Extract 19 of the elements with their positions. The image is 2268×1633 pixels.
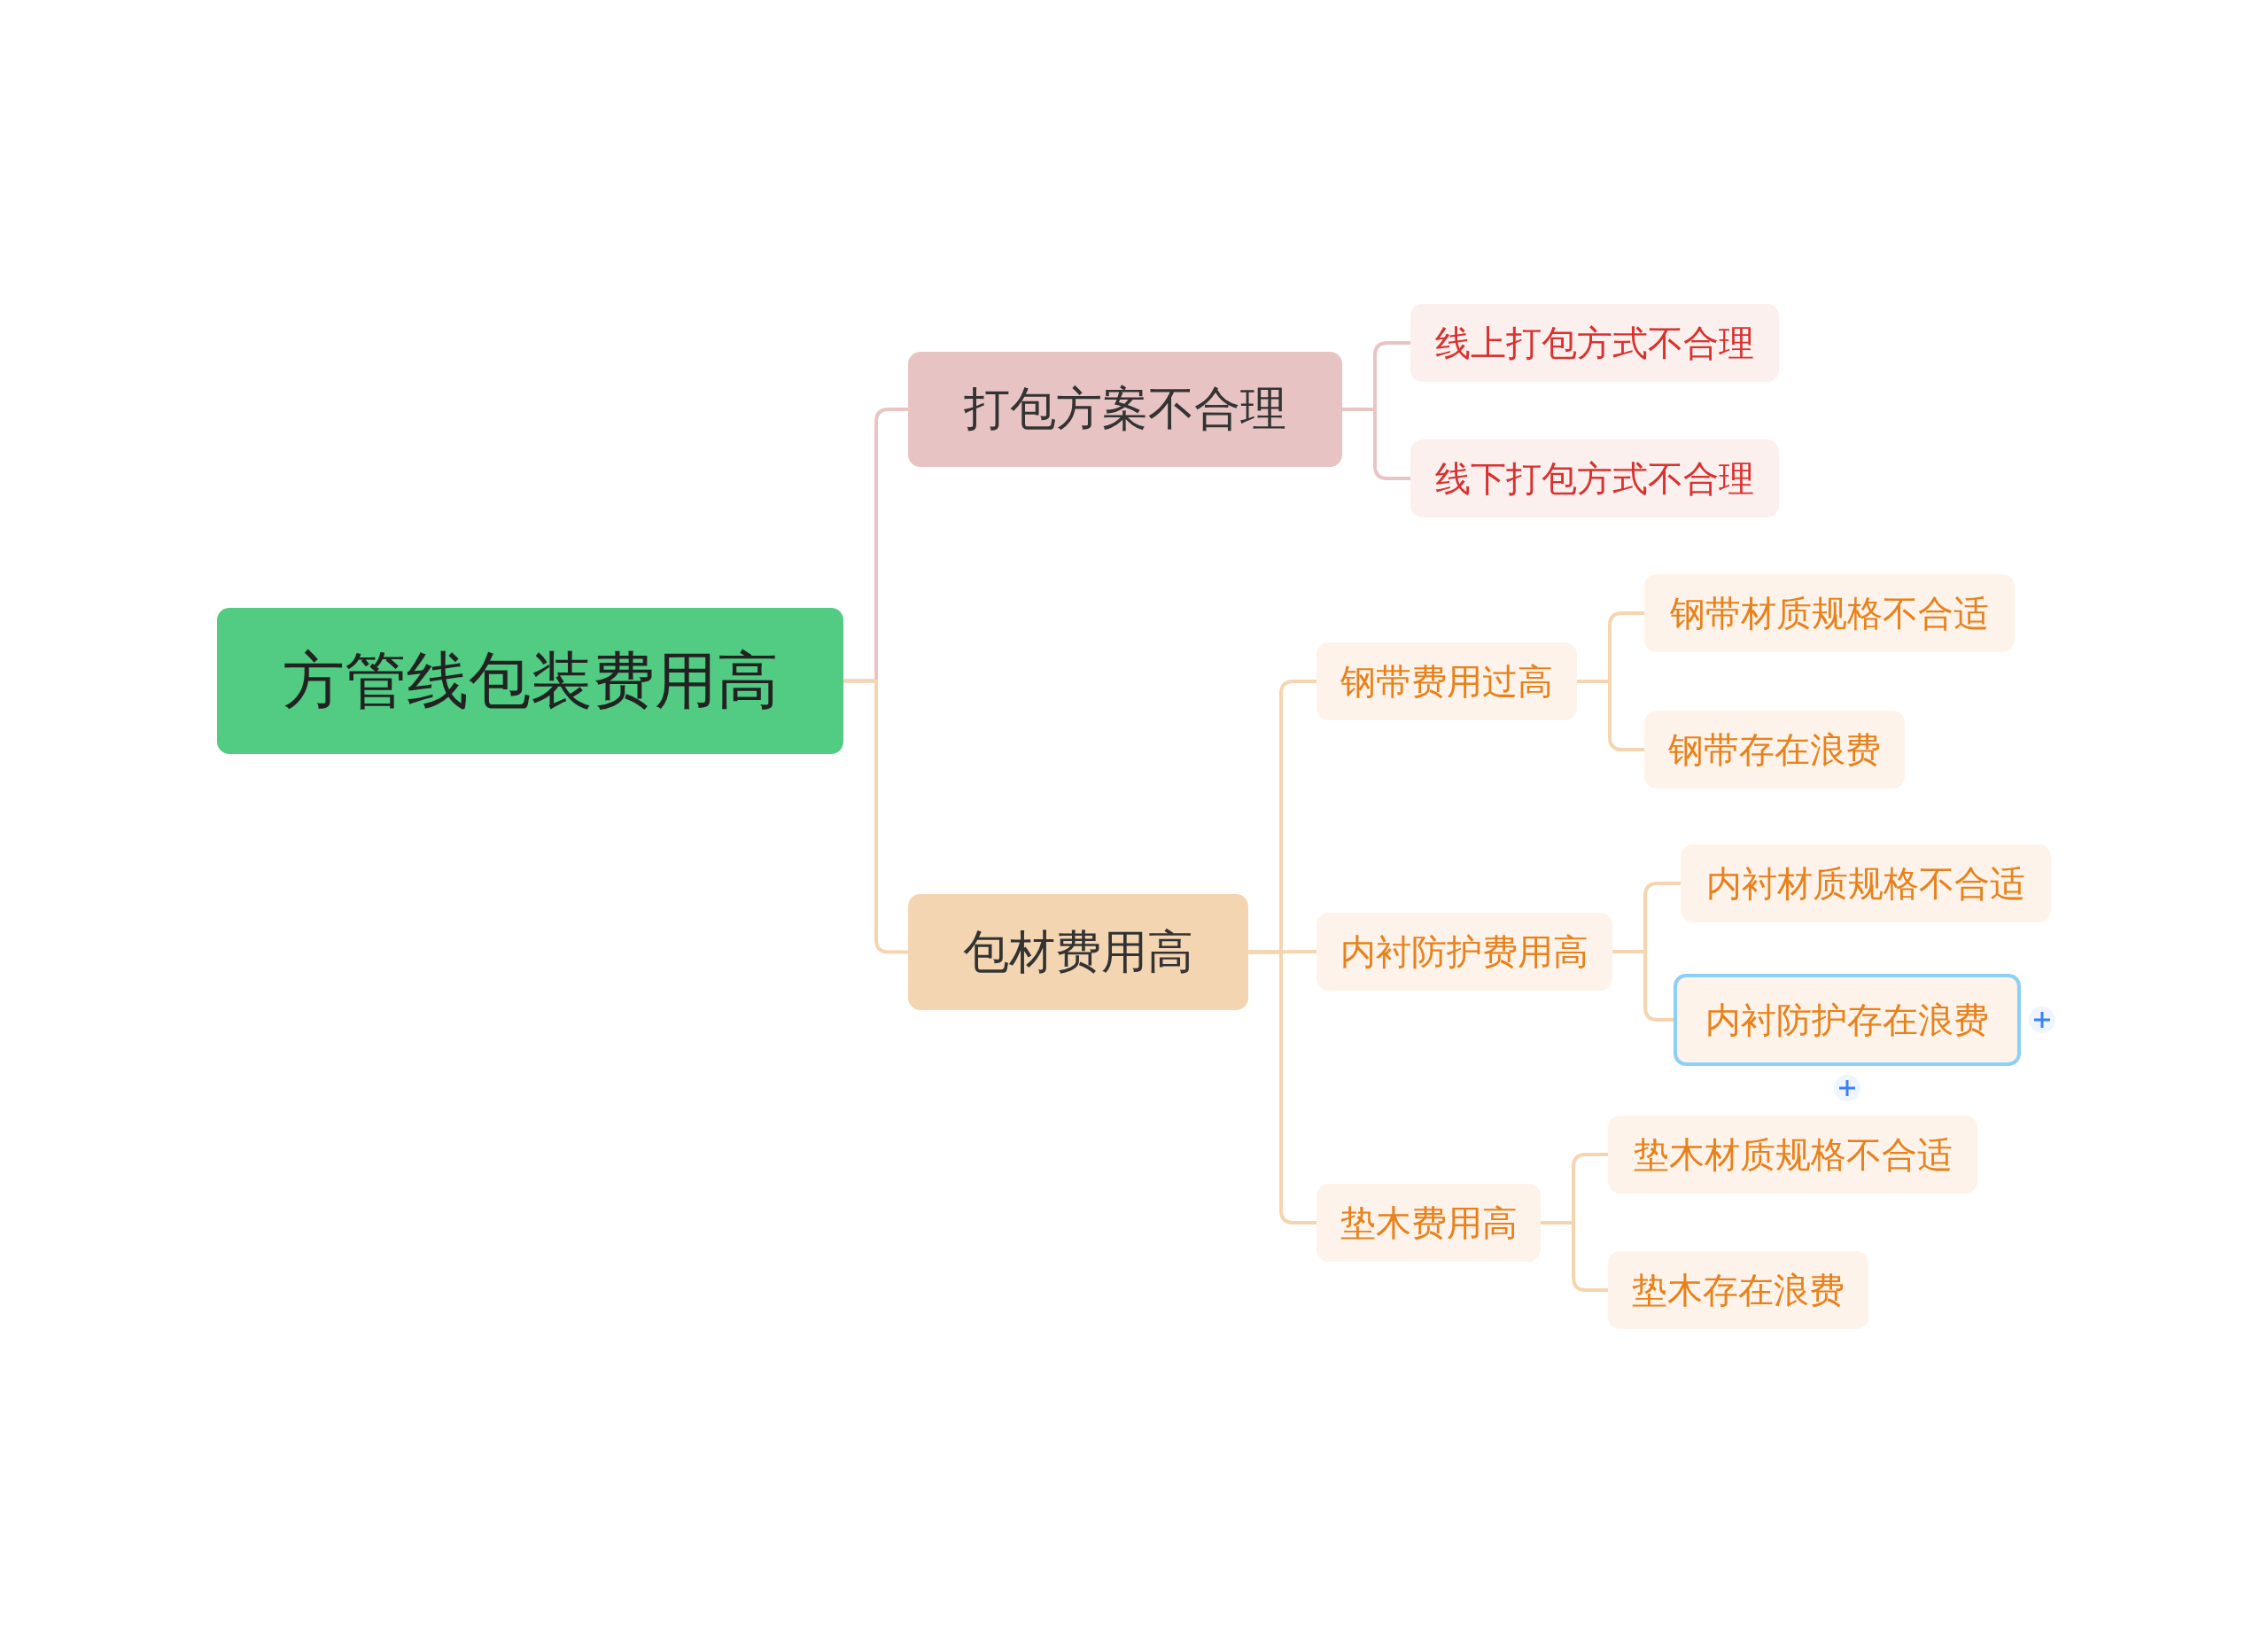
selected-subtopic-box: 内衬防护存在浪费 bbox=[1674, 974, 2021, 1066]
topic-box: 打包方案不合理 bbox=[908, 352, 1342, 467]
connector bbox=[1577, 680, 1644, 751]
connector bbox=[1342, 408, 1410, 480]
subtopic-box: 垫木材质规格不合适 bbox=[1608, 1116, 1977, 1194]
subtopic-box: 内衬防护费用高 bbox=[1317, 913, 1612, 991]
root-topic-box: 方管线包装费用高 bbox=[217, 608, 843, 754]
subtopic-box: 垫木存在浪费 bbox=[1608, 1251, 1868, 1329]
connector bbox=[1248, 950, 1317, 1225]
connector bbox=[1541, 1221, 1608, 1292]
subtopic-box: 钢带材质规格不合适 bbox=[1644, 574, 2015, 652]
subtopic-box: 线下打包方式不合理 bbox=[1410, 439, 1779, 517]
subtopic-box: 垫木费用高 bbox=[1317, 1184, 1541, 1262]
subtopic-box: 钢带存在浪费 bbox=[1644, 711, 1905, 789]
subtopic-box: 线上打包方式不合理 bbox=[1410, 304, 1779, 382]
topic-box: 包材费用高 bbox=[908, 894, 1248, 1010]
subtopic-box: 钢带费用过高 bbox=[1317, 642, 1577, 720]
subtopic-box: 内衬材质规格不合适 bbox=[1681, 844, 2051, 922]
connector bbox=[1248, 950, 1317, 954]
